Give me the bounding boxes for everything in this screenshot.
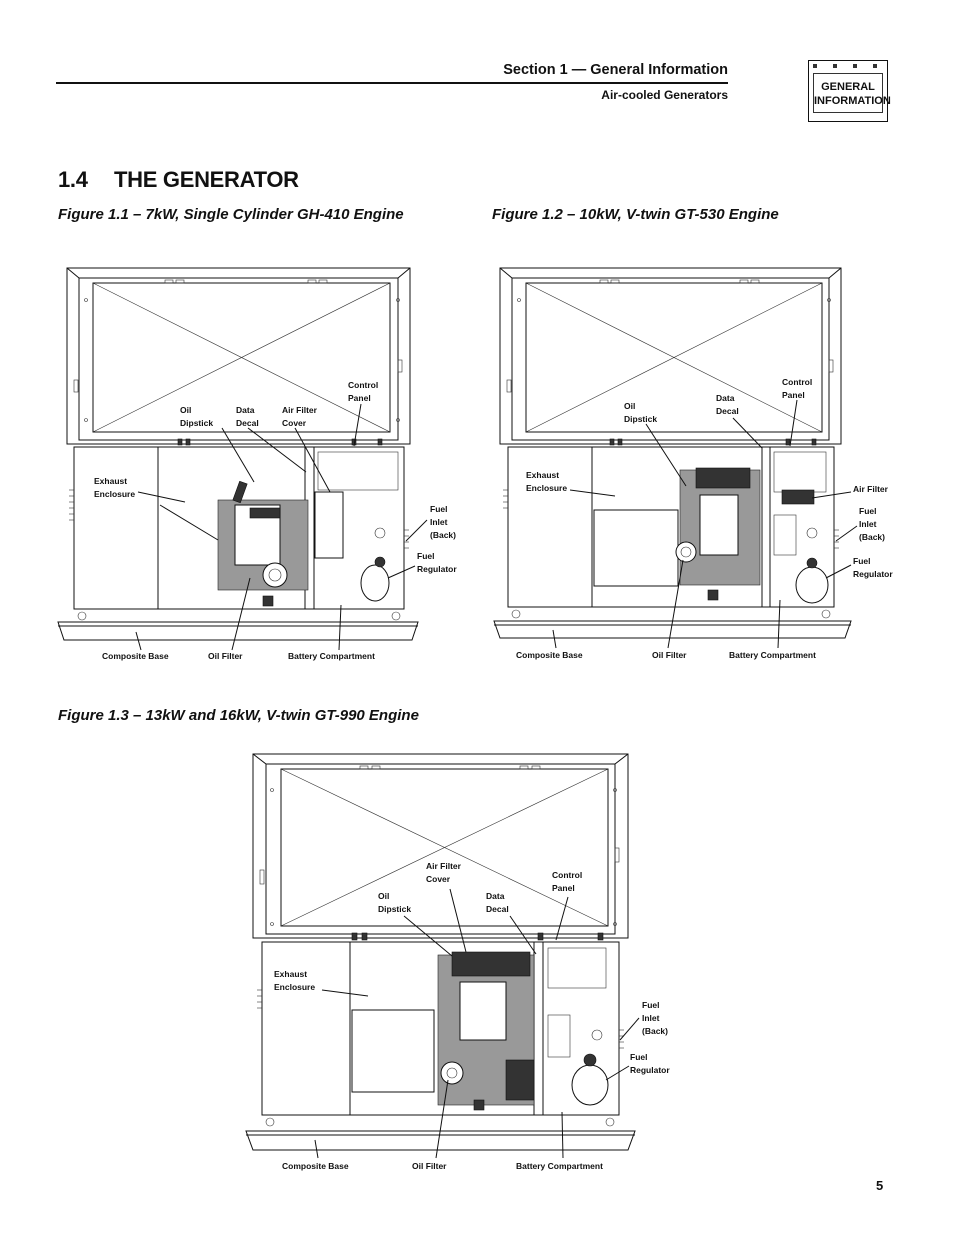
section-title: Section 1 — General Information	[503, 62, 728, 78]
engine-gt530	[593, 467, 829, 604]
composite-base	[245, 1130, 636, 1151]
label-battery-compartment: Battery Compartment	[288, 651, 375, 661]
tab-rivet-icon	[873, 64, 877, 68]
enclosure-lid	[252, 753, 629, 939]
figure-1-caption: Figure 1.1 – 7kW, Single Cylinder GH-410…	[58, 206, 404, 223]
tab-rivet-icon	[813, 64, 817, 68]
label-composite-base: Composite Base	[516, 650, 583, 660]
heading-title: THE GENERATOR	[114, 167, 299, 192]
tab-label-line: INFORMATION	[814, 95, 891, 107]
tab-label-line: GENERAL	[821, 81, 875, 93]
tab-label: GENERAL INFORMATION	[813, 73, 891, 113]
page-number: 5	[876, 1178, 884, 1193]
header-rule	[56, 82, 728, 84]
label-oil-filter: Oil Filter	[412, 1161, 447, 1171]
label-air-filter: Air Filter	[853, 484, 889, 494]
enclosure-lid	[499, 267, 842, 445]
label-battery-compartment: Battery Compartment	[729, 650, 816, 660]
label-composite-base: Composite Base	[102, 651, 169, 661]
label-battery-compartment: Battery Compartment	[516, 1161, 603, 1171]
engine-gh410	[159, 480, 390, 607]
enclosure-lid	[66, 267, 411, 445]
engine-gt990	[351, 951, 609, 1111]
composite-base	[493, 620, 852, 639]
tab-rivet-icon	[833, 64, 837, 68]
label-oil-filter: Oil Filter	[208, 651, 243, 661]
figure-2-caption: Figure 1.2 – 10kW, V-twin GT-530 Engine	[492, 206, 779, 223]
label-oil-filter: Oil Filter	[652, 650, 687, 660]
figure-3-caption: Figure 1.3 – 13kW and 16kW, V-twin GT-99…	[58, 707, 419, 724]
tab-rivet-icon	[853, 64, 857, 68]
page-heading: 1.4 THE GENERATOR	[58, 167, 299, 193]
label-composite-base: Composite Base	[282, 1161, 349, 1171]
section-subtitle: Air-cooled Generators	[601, 88, 728, 102]
heading-number: 1.4	[58, 167, 88, 192]
section-tab: GENERAL INFORMATION	[808, 60, 891, 122]
